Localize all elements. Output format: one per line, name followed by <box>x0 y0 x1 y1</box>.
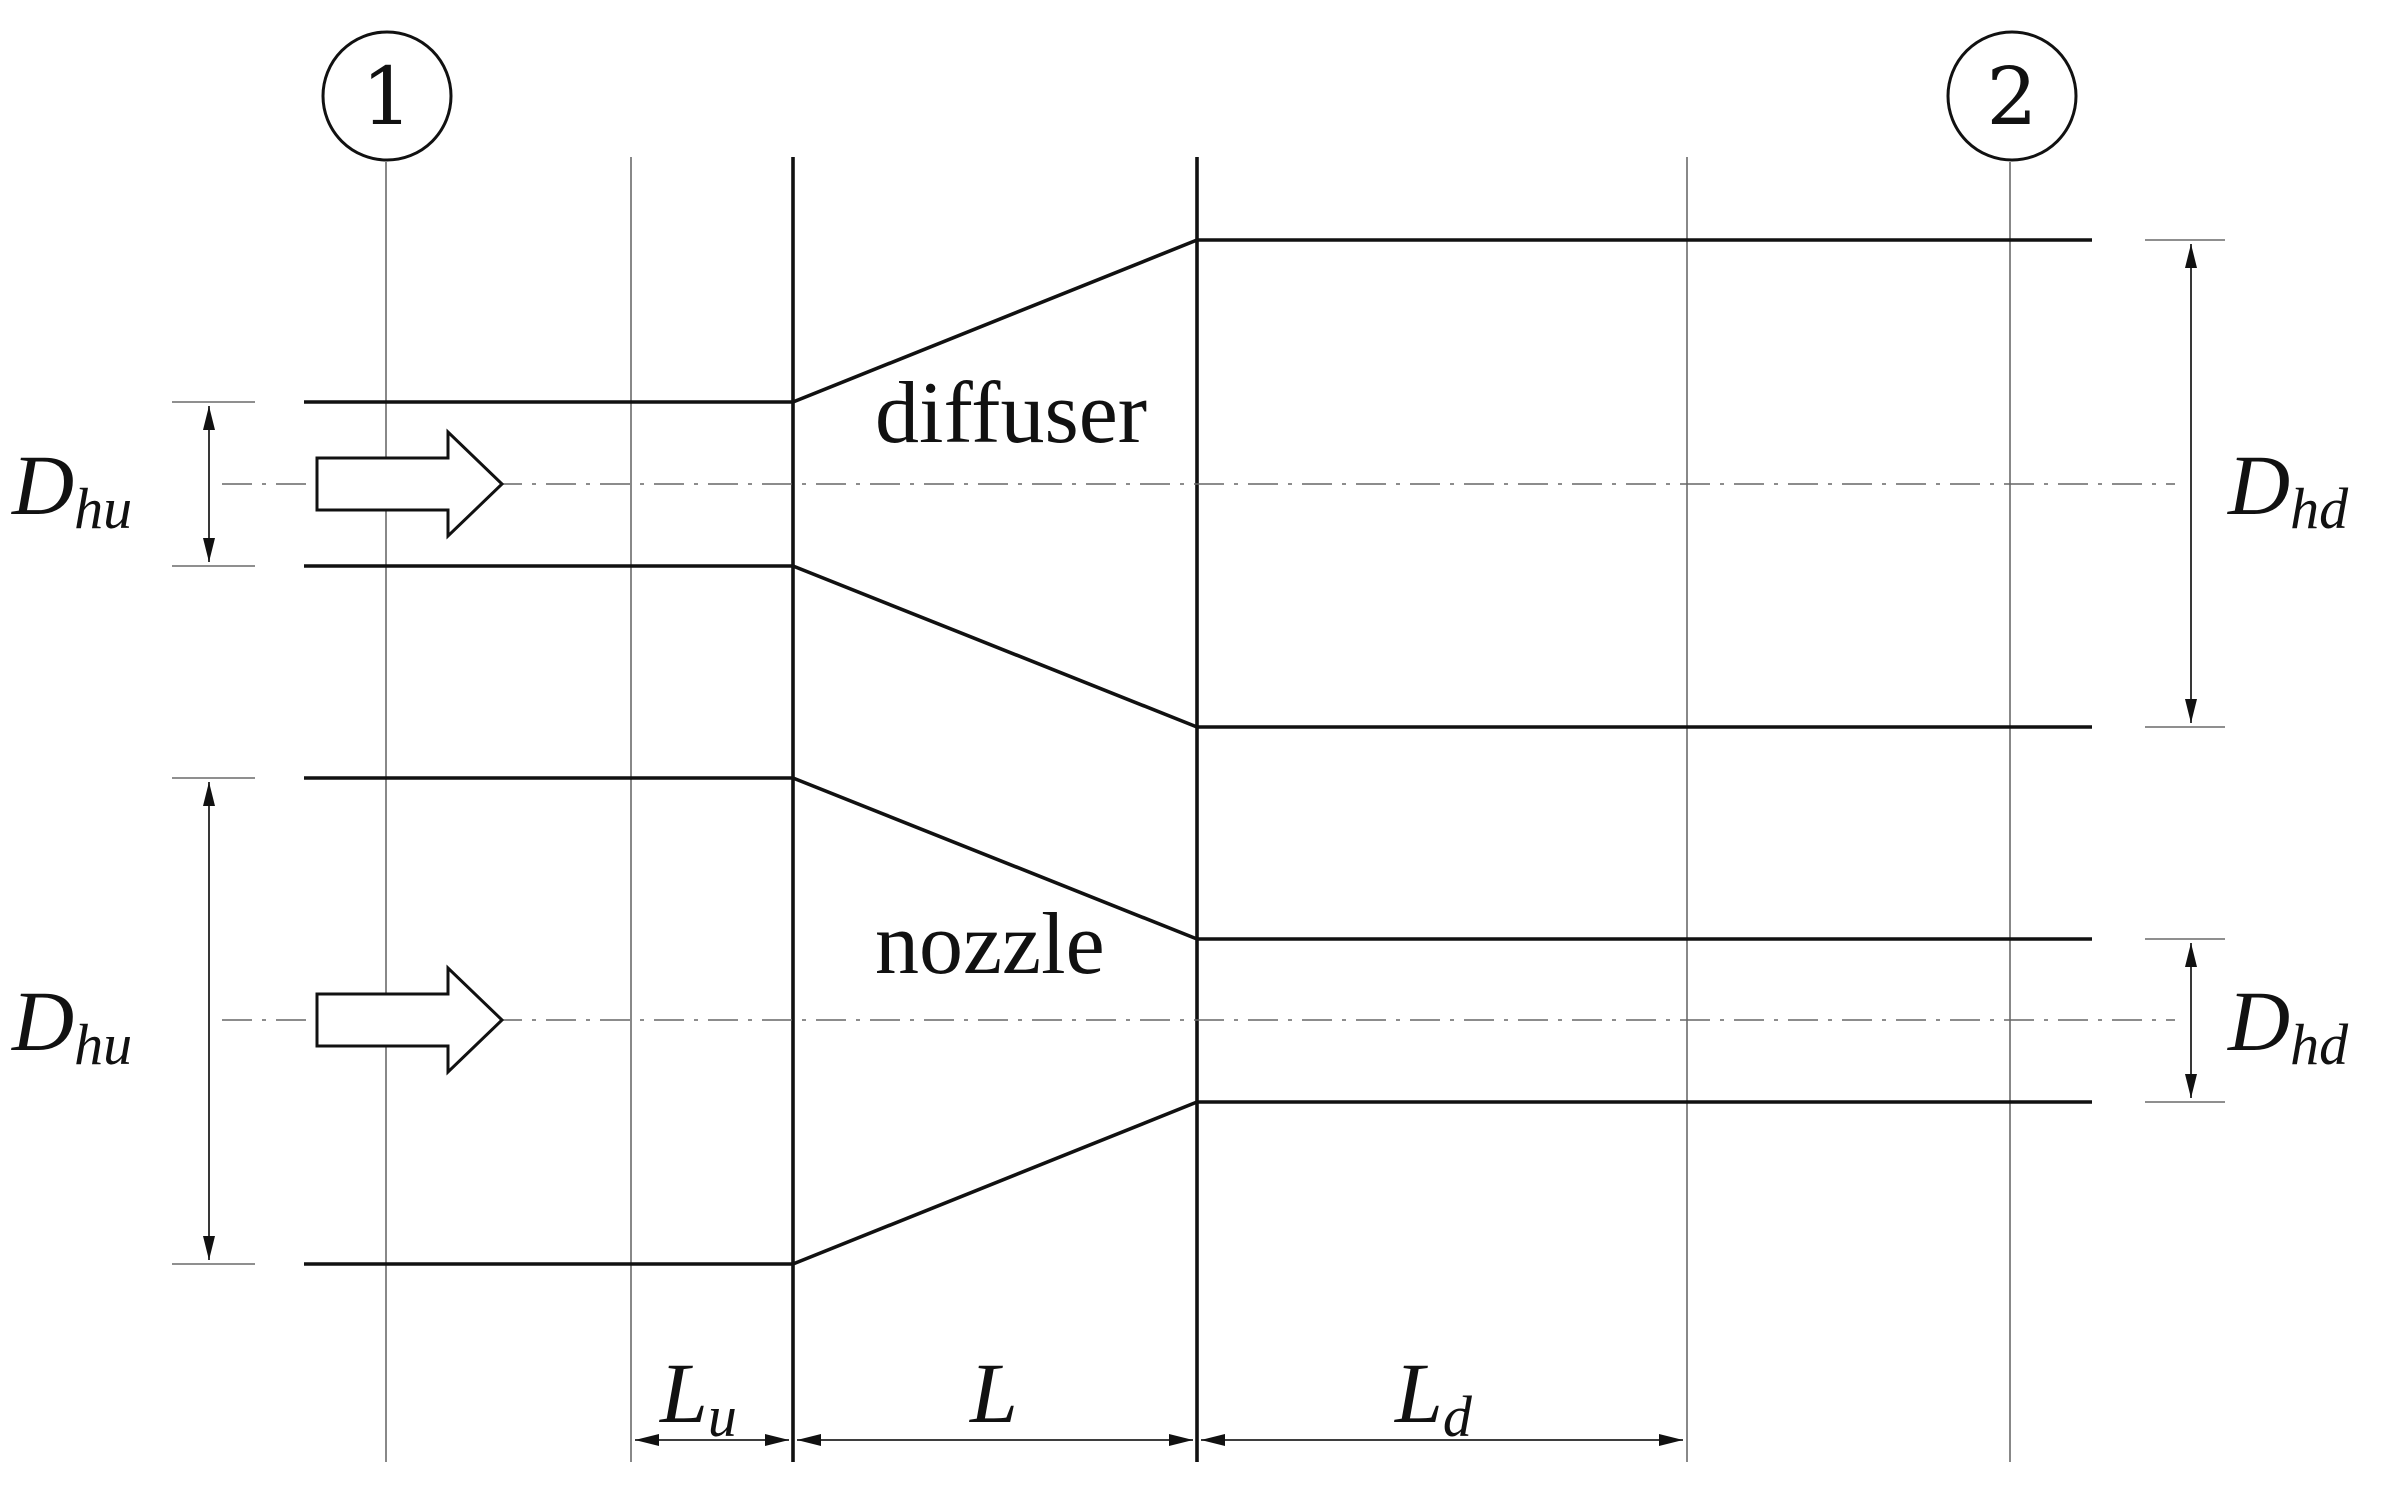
diffuser-duct <box>304 238 2092 729</box>
svg-text:2: 2 <box>1987 50 2038 143</box>
svg-text:1: 1 <box>362 50 413 143</box>
dhd-top-label: Dhd <box>2227 437 2349 541</box>
dhd-top-dimension <box>2145 239 2225 728</box>
lu-label: Lu <box>658 1345 737 1449</box>
nozzle-duct <box>304 776 2092 1266</box>
reference-lines <box>385 157 2011 1462</box>
dhd-bottom-dimension <box>2145 938 2225 1103</box>
station-marker-1: 1 <box>321 30 453 162</box>
station-marker-2: 2 <box>1946 30 2078 162</box>
diffuser-flow-arrow <box>315 428 505 540</box>
nozzle-lower-wall <box>304 1100 2092 1266</box>
section-boundaries <box>791 157 1199 1462</box>
diffuser-upper-wall <box>304 238 2092 404</box>
diffuser-label: diffuser <box>875 365 1147 462</box>
dhu-bottom-dimension <box>172 777 255 1265</box>
nozzle-label: nozzle <box>875 896 1105 993</box>
diffuser-lower-wall <box>304 564 2092 729</box>
l-label: L <box>968 1345 1018 1441</box>
dhu-top-dimension <box>172 401 255 567</box>
dhd-bottom-label: Dhd <box>2227 973 2349 1077</box>
nozzle-upper-wall <box>304 776 2092 941</box>
nozzle-flow-arrow <box>315 964 505 1076</box>
dhu-bottom-label: Dhu <box>11 973 132 1077</box>
ld-label: Ld <box>1393 1345 1473 1449</box>
flow-arrows <box>315 428 505 1076</box>
dhu-top-label: Dhu <box>11 437 132 541</box>
centerlines <box>222 483 2175 1021</box>
